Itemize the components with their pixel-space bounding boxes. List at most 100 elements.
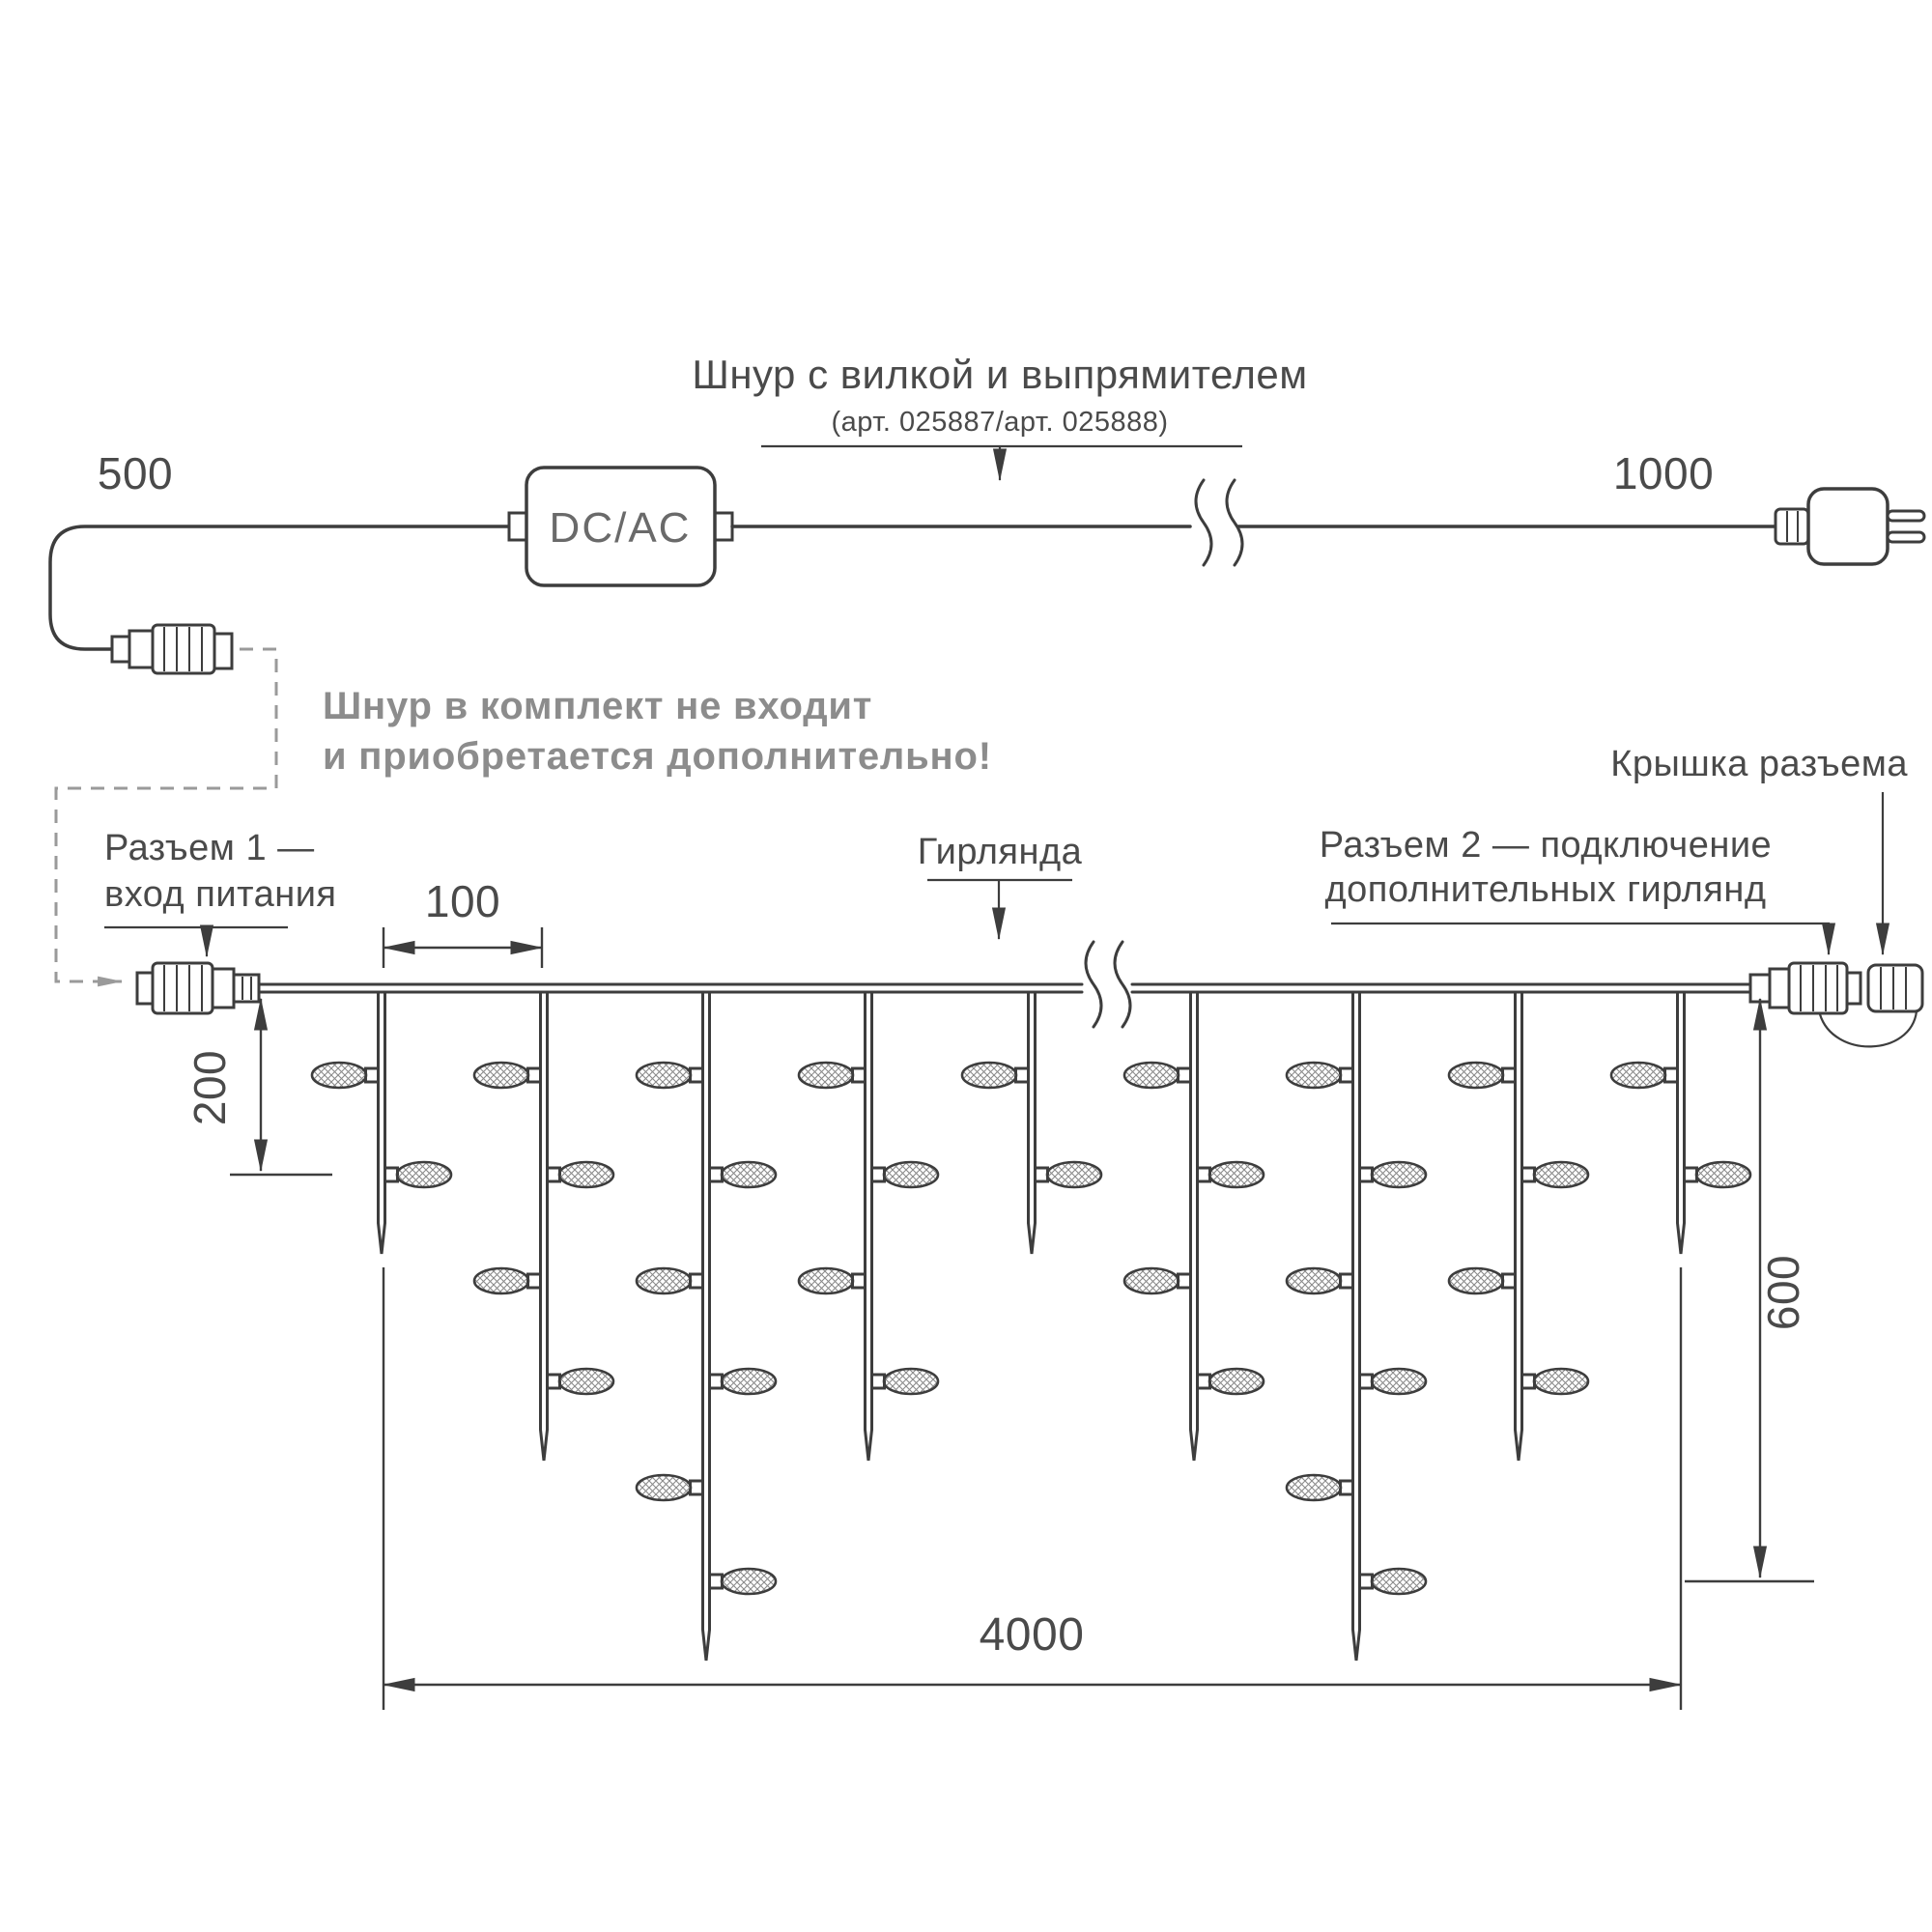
led-bulb <box>395 1160 453 1189</box>
power-plug <box>1774 487 1926 566</box>
led-bulb <box>882 1160 940 1189</box>
led-bulb <box>1694 1160 1752 1189</box>
led-bulb <box>1285 1473 1343 1502</box>
led-bulb <box>797 1266 855 1295</box>
connector2-label-line2: дополнительных гирлянд <box>1324 869 1766 910</box>
cord-connector-ridges <box>163 627 203 671</box>
garland-section: Крышка разъема Разъем 1 — вход питания Г… <box>104 744 1924 1710</box>
dim-4000-extensions <box>382 1267 1683 1710</box>
led-bulb <box>557 1160 615 1189</box>
plug-prong-bottom <box>1886 530 1926 544</box>
icicle-drop <box>797 992 940 1462</box>
dim-200: 200 <box>185 997 332 1177</box>
garland-label: Гирлянда <box>918 832 1083 872</box>
plug-body <box>1806 487 1889 566</box>
converter-box: DC/AC <box>507 466 734 587</box>
led-bulb <box>960 1061 1018 1090</box>
cord-cable-left <box>48 525 528 651</box>
led-bulb <box>797 1061 855 1090</box>
bulb-holder <box>546 1166 561 1183</box>
cord-connector-nut <box>151 623 216 675</box>
bulb-holder <box>689 1479 704 1496</box>
cord-connector-tip <box>213 632 234 670</box>
cord-connector <box>110 623 234 675</box>
connector2-ridges <box>1800 965 1838 1011</box>
connector1-ferrule <box>232 973 261 1004</box>
led-bulb <box>1532 1367 1590 1396</box>
bulb-holder <box>1683 1166 1698 1183</box>
bulb-holder <box>1034 1166 1049 1183</box>
icicle-drop <box>1447 992 1590 1462</box>
garland-wire <box>257 940 1752 1029</box>
cord-article: (арт. 025887/арт. 025888) <box>831 407 1168 438</box>
bulb-holder <box>546 1373 561 1390</box>
bulb-holder <box>1358 1166 1374 1183</box>
cap-ridges <box>1880 967 1907 1009</box>
led-bulb <box>1370 1367 1428 1396</box>
led-bulb <box>1045 1160 1103 1189</box>
converter-label: DC/AC <box>550 504 692 552</box>
bulb-holder <box>870 1166 886 1183</box>
connector-cap <box>1818 963 1924 1048</box>
bulb-holder <box>1339 1479 1354 1496</box>
dim-100-label: 100 <box>425 876 500 926</box>
led-bulb <box>635 1266 693 1295</box>
connector2-tip <box>1845 971 1862 1006</box>
bulb-holder <box>1014 1066 1030 1084</box>
bulb-holder <box>708 1373 724 1390</box>
bulb-holder <box>1196 1373 1211 1390</box>
bulb-holder <box>870 1373 886 1390</box>
led-bulb <box>635 1061 693 1090</box>
bulb-holder <box>708 1573 724 1590</box>
bulb-holder <box>526 1272 542 1290</box>
bulb-holder <box>708 1166 724 1183</box>
led-bulb <box>557 1367 615 1396</box>
led-bulb <box>1532 1160 1590 1189</box>
connector1-body <box>211 967 236 1009</box>
bulb-holder <box>851 1066 867 1084</box>
connector2-body <box>1768 967 1791 1009</box>
converter-body <box>525 466 717 587</box>
connector2-label-line1: Разъем 2 — подключение <box>1320 825 1772 866</box>
icicle-drop <box>1609 992 1752 1255</box>
bulb-holder <box>689 1272 704 1290</box>
icicle-drop <box>1122 992 1265 1462</box>
icicle-drop <box>472 992 615 1462</box>
connector1-leader-arrow <box>104 927 288 956</box>
connector2-ferrule <box>1748 973 1772 1004</box>
cord-title: Шнур с вилкой и выпрямителем <box>692 352 1307 397</box>
icicle-drop <box>960 992 1103 1255</box>
note-line2: и приобретается дополнительно! <box>323 735 992 778</box>
led-bulb <box>1447 1061 1505 1090</box>
bulb-holder <box>1177 1272 1192 1290</box>
bulb-holder <box>1177 1066 1192 1084</box>
bulb-holder <box>689 1066 704 1084</box>
led-bulb <box>472 1061 530 1090</box>
cord-break-symbol <box>1194 478 1244 567</box>
connector1-label-line2: вход питания <box>104 874 337 915</box>
connector1-label-line1: Разъем 1 — <box>104 828 315 868</box>
bulb-holder <box>384 1166 399 1183</box>
cord-connector-body <box>128 629 155 669</box>
dim-600-label: 600 <box>1758 1255 1808 1330</box>
bulb-holder <box>1501 1272 1517 1290</box>
not-included-dashed-path <box>54 647 278 987</box>
icicle-drop <box>635 992 778 1662</box>
bulb-holder <box>526 1066 542 1084</box>
garland-break-symbol <box>1084 940 1132 1029</box>
connector1-ferrule-ridges <box>242 977 252 1000</box>
dim-4000-label: 4000 <box>980 1609 1085 1661</box>
bulb-holder <box>1358 1373 1374 1390</box>
cap-strap <box>1818 1010 1918 1048</box>
plug-boot <box>1774 507 1810 546</box>
dim-100: 100 <box>382 876 544 968</box>
led-bulb <box>1208 1367 1265 1396</box>
led-bulb <box>1370 1567 1428 1596</box>
garland-drops <box>310 992 1752 1662</box>
bulb-holder <box>1358 1573 1374 1590</box>
connector2-leader-arrow <box>1331 922 1836 956</box>
converter-left-nub <box>507 511 528 542</box>
bulb-holder <box>1663 1066 1679 1084</box>
